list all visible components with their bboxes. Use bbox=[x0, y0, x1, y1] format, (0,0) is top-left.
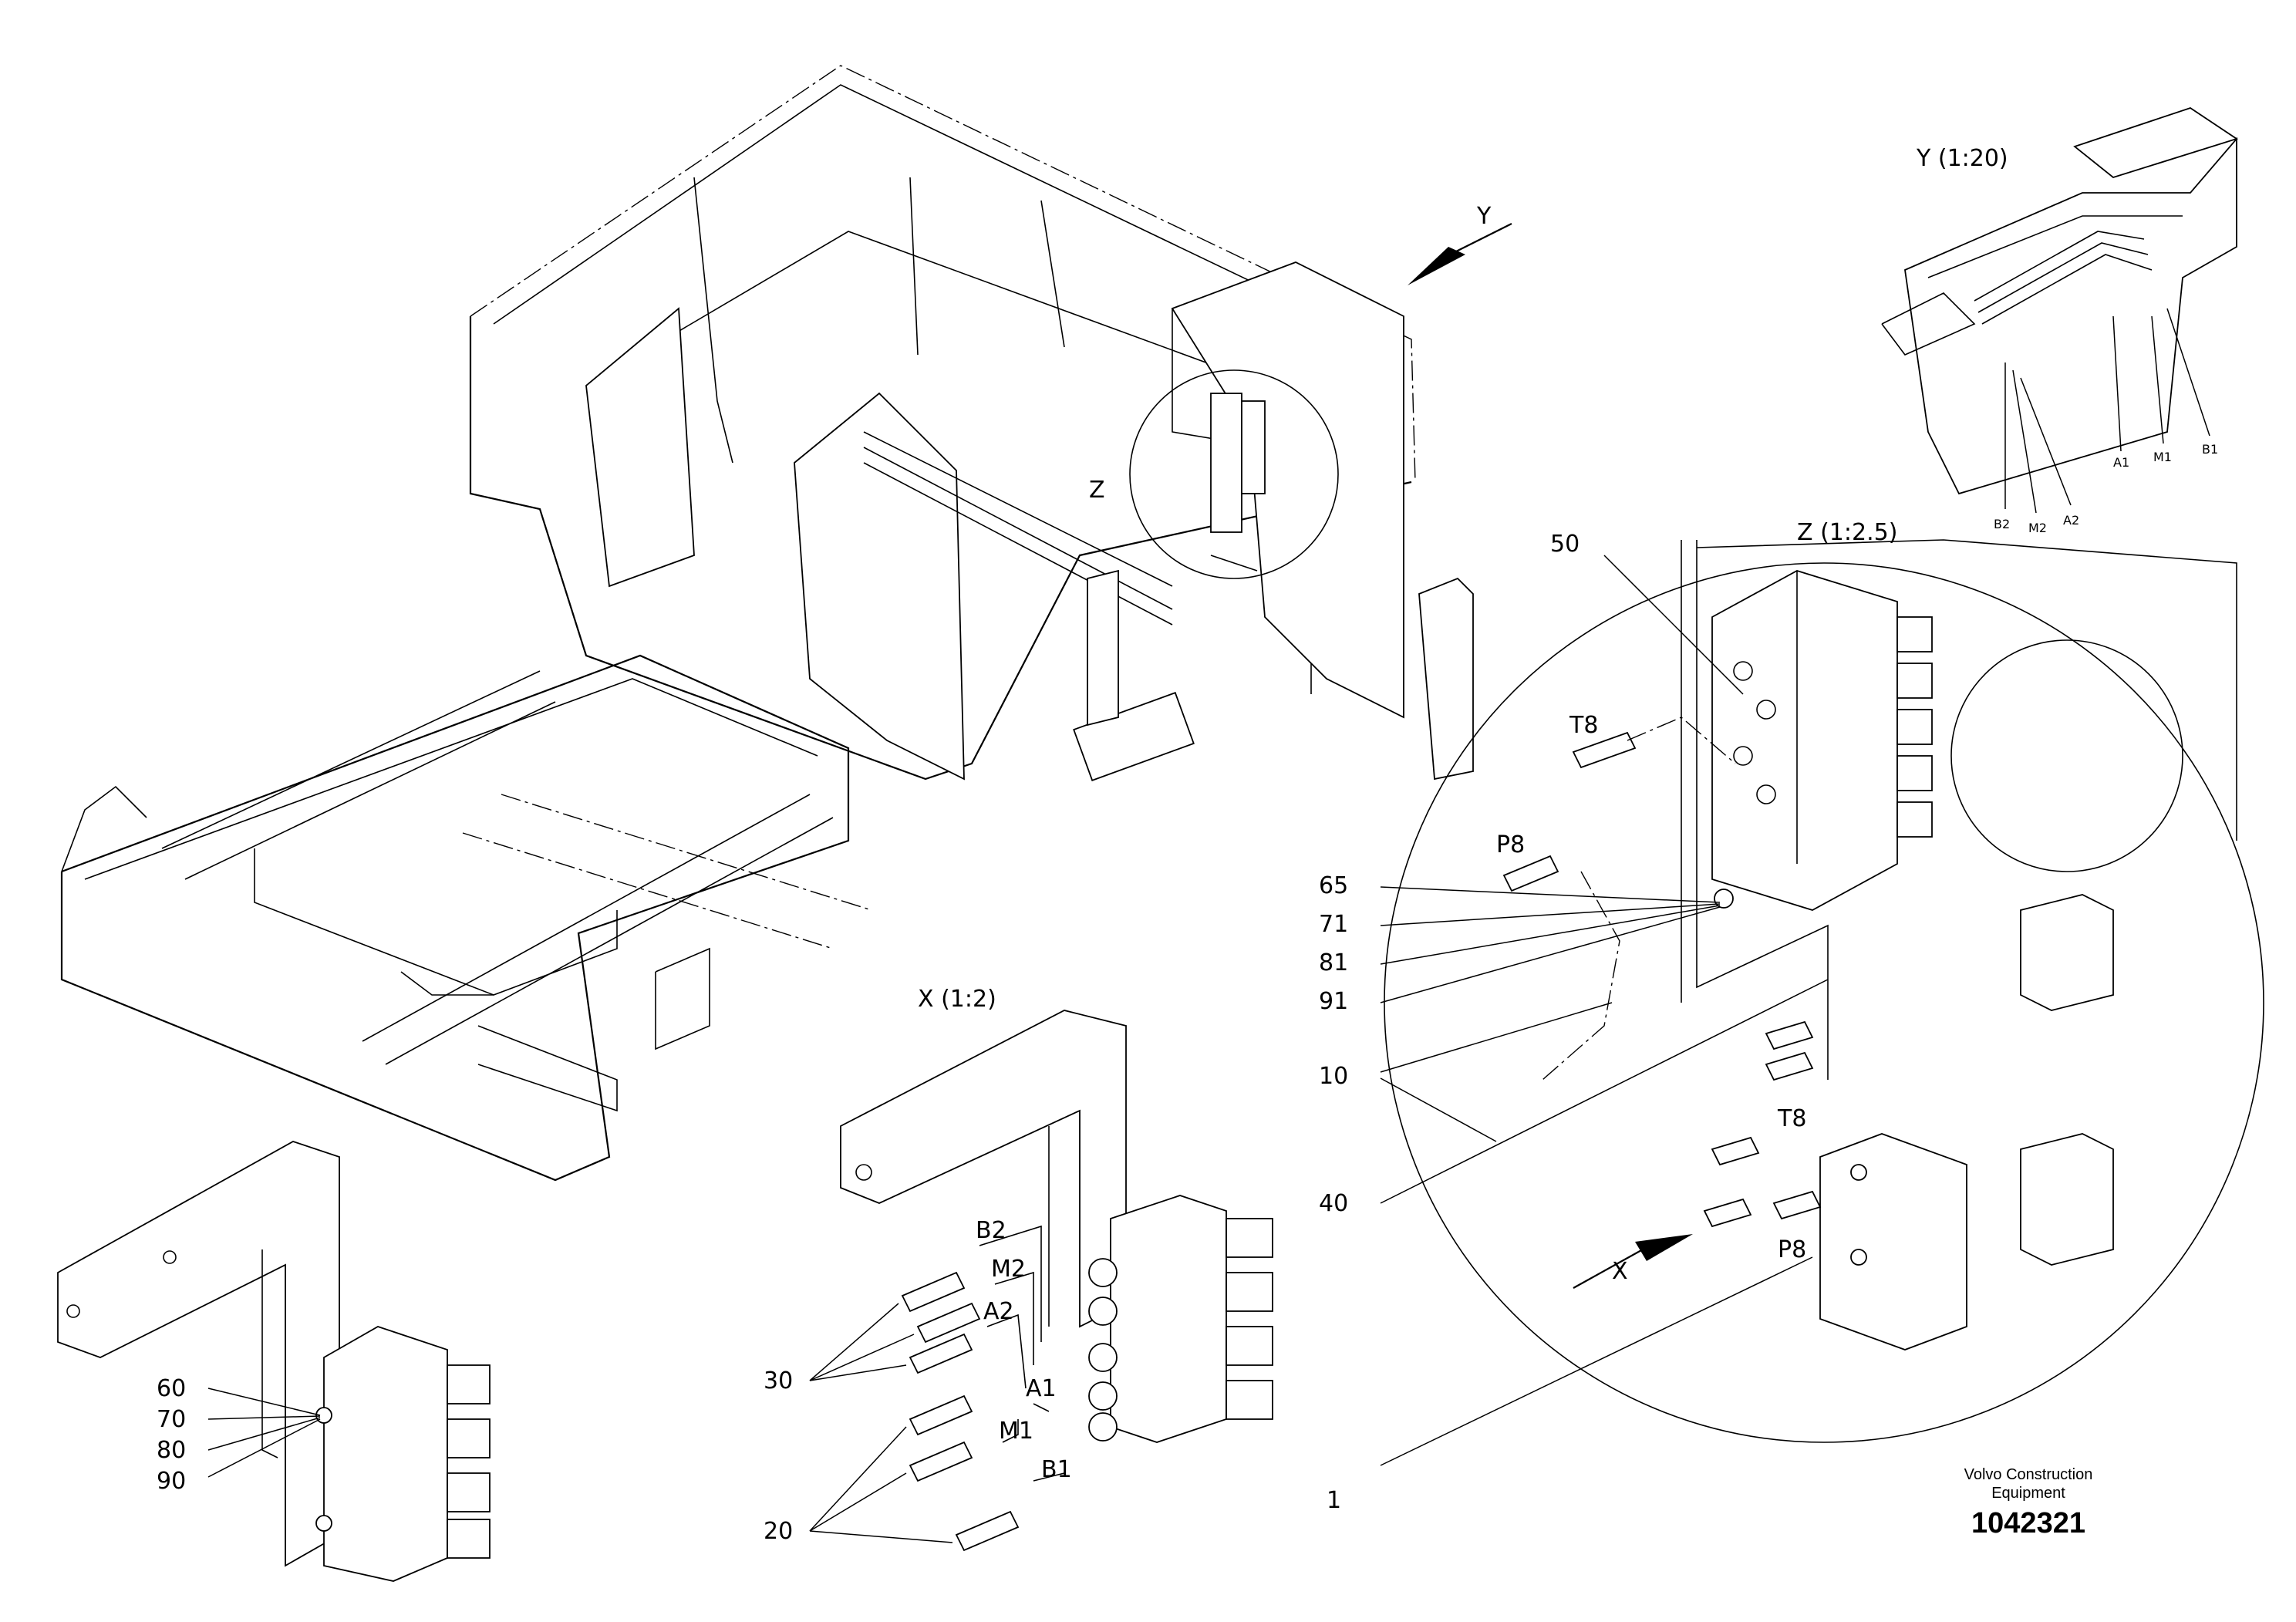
arrow-label-y: Y bbox=[1476, 203, 1492, 230]
port-m2: M2 bbox=[991, 1256, 1026, 1283]
view-y-arrow: Y bbox=[1408, 203, 1512, 285]
view-x-detail: X (1:2) bbox=[809, 986, 1273, 1552]
callout-91: 91 bbox=[1319, 988, 1348, 1015]
port-p8-upper: P8 bbox=[1496, 831, 1525, 858]
port-b1: B1 bbox=[1041, 1456, 1072, 1483]
arrow-label-z: Z bbox=[1089, 477, 1105, 504]
view-x-title: X (1:2) bbox=[918, 986, 996, 1013]
company-name-line1: Volvo Construction bbox=[1964, 1466, 2093, 1483]
port-t8-lower: T8 bbox=[1777, 1105, 1806, 1132]
callout-81: 81 bbox=[1319, 949, 1348, 976]
port-m1: M1 bbox=[999, 1418, 1033, 1445]
y-port-b1: B1 bbox=[2202, 442, 2218, 457]
y-port-b2: B2 bbox=[1994, 517, 2010, 531]
drawing-number: 1042321 bbox=[1971, 1507, 2085, 1539]
view-y-title: Y (1:20) bbox=[1916, 145, 2008, 172]
callout-65: 65 bbox=[1319, 872, 1348, 899]
y-port-m2: M2 bbox=[2028, 521, 2047, 535]
callout-80: 80 bbox=[157, 1437, 186, 1464]
callout-1: 1 bbox=[1327, 1487, 1341, 1514]
port-a1: A1 bbox=[1026, 1375, 1057, 1402]
callout-20: 20 bbox=[764, 1518, 793, 1545]
callout-10: 10 bbox=[1319, 1063, 1348, 1090]
callout-90: 90 bbox=[157, 1468, 186, 1495]
callout-60: 60 bbox=[157, 1375, 186, 1402]
detail-z-valve-mini bbox=[1210, 393, 1266, 572]
lower-left-valve-detail bbox=[57, 1141, 491, 1582]
port-p8-lower: P8 bbox=[1778, 1236, 1806, 1263]
port-b2: B2 bbox=[976, 1217, 1006, 1244]
detail-z-circle bbox=[1129, 369, 1339, 579]
callout-70: 70 bbox=[157, 1406, 186, 1433]
view-x-arrow: X bbox=[1573, 1234, 1693, 1289]
company-name-line2: Equipment bbox=[1991, 1485, 2065, 1502]
callout-30: 30 bbox=[764, 1367, 793, 1394]
callout-50: 50 bbox=[1550, 531, 1580, 558]
port-t8-upper: T8 bbox=[1569, 712, 1598, 739]
y-port-a1: A1 bbox=[2113, 455, 2129, 470]
callout-71: 71 bbox=[1319, 911, 1348, 938]
view-z-detail: Z (1:2.5) bbox=[1380, 519, 2264, 1466]
view-y-detail: Y (1:20) A1 M1 B1 B2 M2 A2 bbox=[1881, 107, 2239, 535]
title-block: Volvo Construction Equipment 1042321 bbox=[1890, 1465, 2167, 1540]
y-port-a2: A2 bbox=[2063, 513, 2079, 528]
callout-40: 40 bbox=[1319, 1190, 1348, 1217]
arrow-label-x: X bbox=[1612, 1258, 1628, 1285]
y-port-m1: M1 bbox=[2153, 450, 2172, 464]
main-frame-assembly bbox=[60, 65, 1474, 1182]
port-a2: A2 bbox=[983, 1298, 1014, 1325]
